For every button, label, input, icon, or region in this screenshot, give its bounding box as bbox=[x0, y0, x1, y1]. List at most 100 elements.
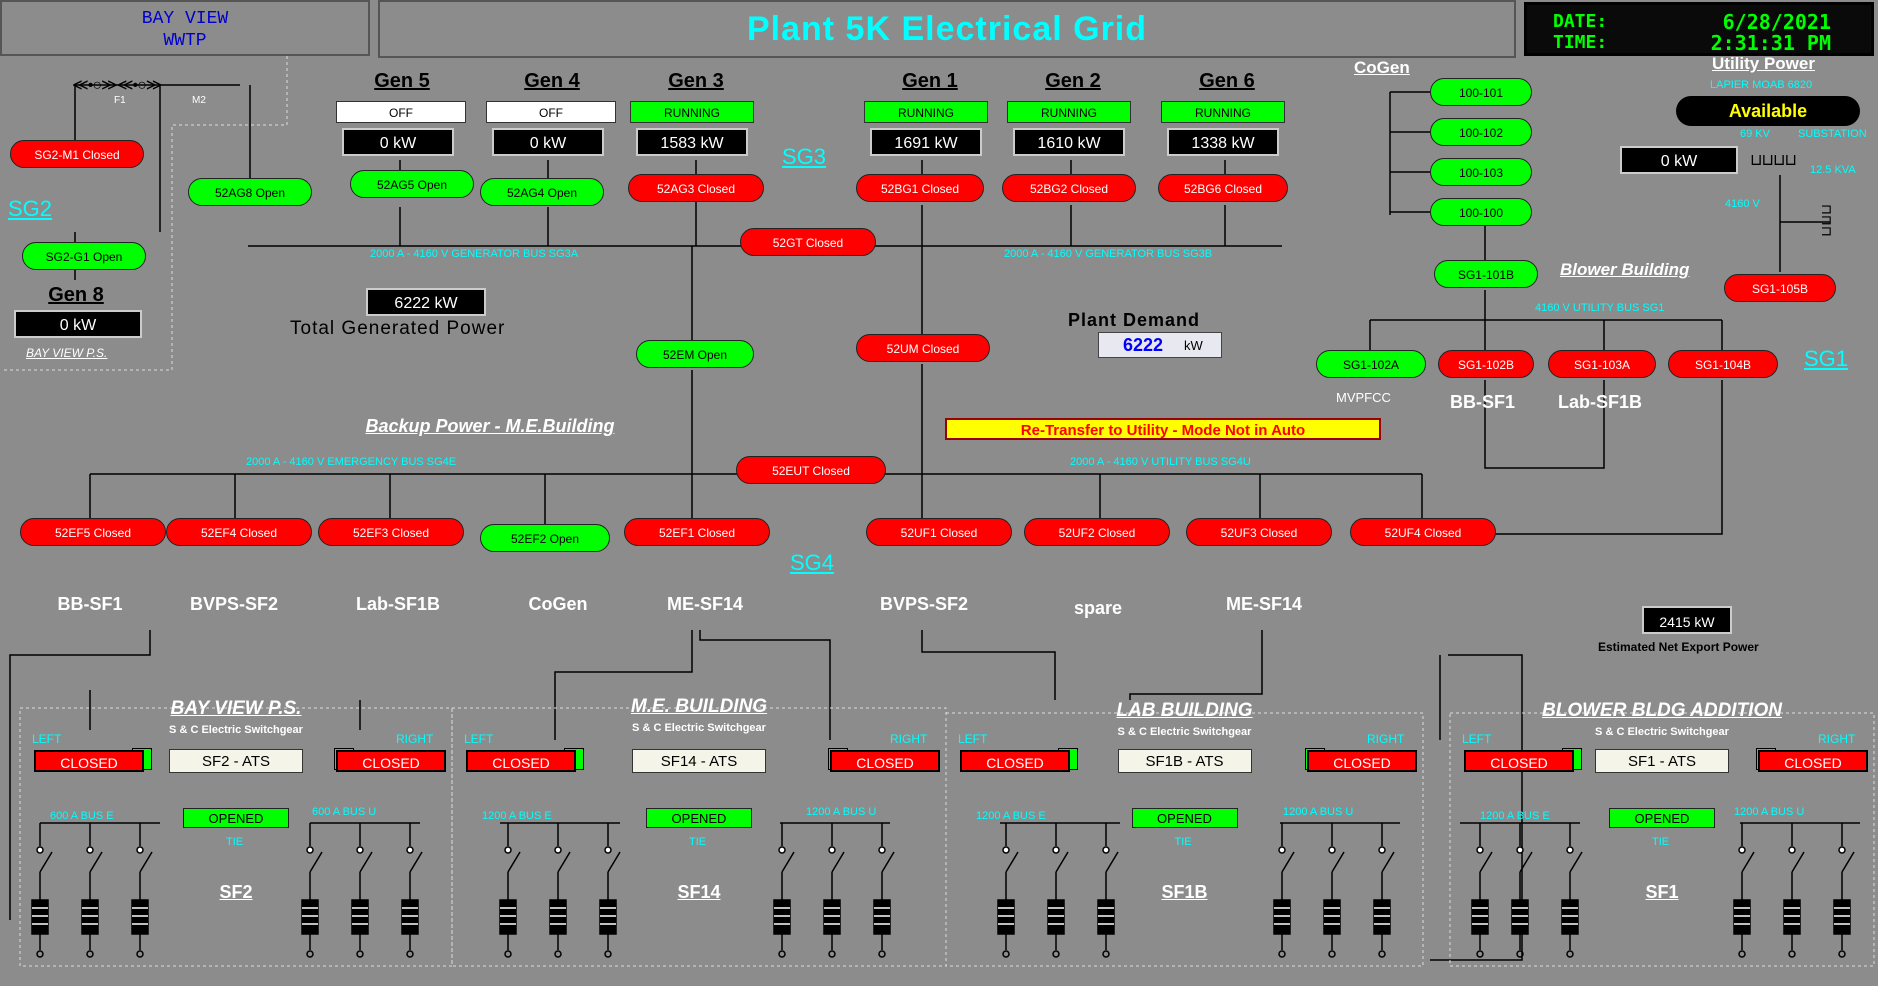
52gt-breaker[interactable]: 52GT Closed bbox=[740, 228, 876, 256]
gen-breaker-1[interactable]: 52AG4 Open bbox=[480, 178, 604, 206]
sg1-104b-breaker[interactable]: SG1-104B bbox=[1668, 350, 1778, 378]
sg4-feeder-breaker-6[interactable]: 52UF2 Closed bbox=[1024, 518, 1170, 546]
sg-bus-u-1: 1200 A BUS U bbox=[806, 806, 877, 818]
sg1-101b-breaker[interactable]: SG1-101B bbox=[1434, 260, 1538, 288]
sg1-102a-breaker[interactable]: SG1-102A bbox=[1316, 350, 1426, 378]
cogen-unit-1[interactable]: 100-102 bbox=[1430, 118, 1532, 146]
feeder-switch-icon bbox=[1783, 823, 1805, 958]
feeder-switch-icon bbox=[1323, 823, 1345, 958]
sg-right-breaker-3[interactable]: CLOSED bbox=[1758, 750, 1868, 772]
gen-breaker-3[interactable]: 52BG1 Closed bbox=[856, 174, 984, 202]
sg4-feeder-breaker-8[interactable]: 52UF4 Closed bbox=[1350, 518, 1496, 546]
sg1-102b-breaker[interactable]: SG1-102B bbox=[1438, 350, 1534, 378]
sg3-label[interactable]: SG3 bbox=[782, 144, 827, 169]
sg-ats-1[interactable]: SF14 - ATS bbox=[632, 749, 766, 773]
title-bar: Plant 5K Electrical Grid bbox=[378, 0, 1516, 58]
cogen-unit-2[interactable]: 100-103 bbox=[1430, 158, 1532, 186]
gen8-kw: 0 kW bbox=[14, 310, 142, 338]
feeder-switch-icon bbox=[997, 823, 1019, 958]
feeder-switch-icon bbox=[773, 823, 795, 958]
sg-bus-e-1: 1200 A BUS E bbox=[482, 810, 552, 822]
sg-left-breaker-1[interactable]: CLOSED bbox=[466, 750, 576, 772]
gen-status-0: OFF bbox=[336, 101, 466, 123]
feeder-switch-icon bbox=[1471, 823, 1493, 958]
sg-title-3: BLOWER BLDG ADDITION bbox=[1542, 700, 1782, 721]
sg-ats-3[interactable]: SF1 - ATS bbox=[1595, 749, 1729, 773]
sg-left-breaker-0[interactable]: CLOSED bbox=[34, 750, 144, 772]
sg2-label[interactable]: SG2 bbox=[8, 196, 53, 221]
sg-sf-label-1[interactable]: SF14 bbox=[677, 882, 721, 902]
sg4-feeder-breaker-4[interactable]: 52EF1 Closed bbox=[624, 518, 770, 546]
bus-sg3a-label: 2000 A - 4160 V GENERATOR BUS SG3A bbox=[370, 248, 579, 260]
gen-breaker-4[interactable]: 52BG2 Closed bbox=[1002, 174, 1136, 202]
sg-sf-label-3[interactable]: SF1 bbox=[1645, 882, 1679, 902]
feeder-switch-icon bbox=[1561, 823, 1583, 958]
sg-tie-state-1[interactable]: OPENED bbox=[646, 808, 752, 828]
sg-right-breaker-2[interactable]: CLOSED bbox=[1307, 750, 1417, 772]
sg-right-breaker-1[interactable]: CLOSED bbox=[830, 750, 940, 772]
sg-bus-u-2: 1200 A BUS U bbox=[1283, 806, 1354, 818]
sg2-g1-breaker[interactable]: SG2-G1 Open bbox=[22, 242, 146, 270]
sg-bus-u-3: 1200 A BUS U bbox=[1734, 806, 1805, 818]
sg-tie-label-2: TIE bbox=[1174, 836, 1192, 848]
sg-sf-label-0[interactable]: SF2 bbox=[219, 882, 253, 902]
sg4-feeder-breaker-0[interactable]: 52EF5 Closed bbox=[20, 518, 166, 546]
sg4-label[interactable]: SG4 bbox=[790, 550, 835, 575]
sg-title-1: M.E. BUILDING bbox=[630, 696, 768, 717]
52em-breaker[interactable]: 52EM Open bbox=[636, 340, 754, 368]
feeder-switch-icon bbox=[823, 823, 845, 958]
feeder-switch-icon bbox=[1047, 823, 1069, 958]
52ag8-breaker[interactable]: 52AG8 Open bbox=[188, 178, 312, 206]
sg-right-label-3: RIGHT bbox=[1818, 732, 1856, 746]
sg-tie-label-3: TIE bbox=[1652, 836, 1670, 848]
sg-tie-state-3[interactable]: OPENED bbox=[1609, 808, 1715, 828]
cogen-unit-0[interactable]: 100-101 bbox=[1430, 78, 1532, 106]
bus-sg3b-label: 2000 A - 4160 V GENERATOR BUS SG3B bbox=[1004, 248, 1213, 260]
sg4-feeder-breaker-2[interactable]: 52EF3 Closed bbox=[318, 518, 464, 546]
blower-building-title: Blower Building bbox=[1560, 260, 1690, 279]
bus-sg1-label: 4160 V UTILITY BUS SG1 bbox=[1535, 302, 1665, 314]
gen-status-5: RUNNING bbox=[1161, 101, 1285, 123]
sg-sf-label-2[interactable]: SF1B bbox=[1161, 882, 1208, 902]
sg4-feeder-breaker-1[interactable]: 52EF4 Closed bbox=[166, 518, 312, 546]
sg1-105b-breaker[interactable]: SG1-105B bbox=[1724, 274, 1836, 302]
sg-left-breaker-3[interactable]: CLOSED bbox=[1464, 750, 1574, 772]
utility-status: Available bbox=[1676, 96, 1860, 126]
site-name: BAY VIEW bbox=[141, 9, 229, 29]
gen-kw-0: 0 kW bbox=[342, 128, 454, 156]
sg-right-breaker-0[interactable]: CLOSED bbox=[336, 750, 446, 772]
sg-tie-state-2[interactable]: OPENED bbox=[1131, 808, 1238, 828]
time-label: TIME: bbox=[1553, 32, 1608, 53]
sg4-feeder-load-0: BB-SF1 bbox=[57, 594, 123, 614]
sg-left-breaker-2[interactable]: CLOSED bbox=[960, 750, 1070, 772]
backup-power-title: Backup Power - M.E.Building bbox=[365, 416, 615, 436]
sg-left-label-1: LEFT bbox=[464, 732, 494, 746]
feeder-switch-icon bbox=[499, 823, 521, 958]
52um-breaker[interactable]: 52UM Closed bbox=[856, 334, 990, 362]
sg-title-0: BAY VIEW P.S. bbox=[170, 698, 302, 719]
sg4-feeder-breaker-3[interactable]: 52EF2 Open bbox=[480, 524, 610, 552]
sg2-m1-breaker[interactable]: SG2-M1 Closed bbox=[10, 140, 144, 168]
gen-breaker-2[interactable]: 52AG3 Closed bbox=[628, 174, 764, 202]
f1-label: F1 bbox=[114, 95, 126, 106]
sg-ats-0[interactable]: SF2 - ATS bbox=[169, 749, 303, 773]
sg-tie-state-0[interactable]: OPENED bbox=[183, 808, 289, 828]
sg1-label[interactable]: SG1 bbox=[1804, 346, 1849, 371]
sg-bus-e-0: 600 A BUS E bbox=[50, 810, 114, 822]
cogen-unit-3[interactable]: 100-100 bbox=[1430, 198, 1532, 226]
gen-breaker-0[interactable]: 52AG5 Open bbox=[350, 170, 474, 198]
52eut-breaker[interactable]: 52EUT Closed bbox=[736, 456, 886, 484]
transformer-icon: ⊔⊔⊔⊔ bbox=[1750, 152, 1797, 169]
utility-kw: 0 kW bbox=[1620, 146, 1738, 174]
utility-kv: 69 KV bbox=[1740, 128, 1770, 140]
bvps-link[interactable]: BAY VIEW P.S. bbox=[26, 346, 108, 360]
sg1-103a-breaker[interactable]: SG1-103A bbox=[1548, 350, 1656, 378]
feeder-switch-icon bbox=[351, 823, 373, 958]
sg-ats-2[interactable]: SF1B - ATS bbox=[1117, 749, 1252, 773]
sg4-feeder-breaker-7[interactable]: 52UF3 Closed bbox=[1186, 518, 1332, 546]
sg-left-label-2: LEFT bbox=[958, 732, 988, 746]
gen-breaker-5[interactable]: 52BG6 Closed bbox=[1158, 174, 1288, 202]
retransfer-alarm[interactable]: Re-Transfer to Utility - Mode Not in Aut… bbox=[945, 418, 1381, 440]
utility-sub-label: LAPIER MOAB 6820 bbox=[1710, 79, 1813, 91]
sg4-feeder-breaker-5[interactable]: 52UF1 Closed bbox=[866, 518, 1012, 546]
